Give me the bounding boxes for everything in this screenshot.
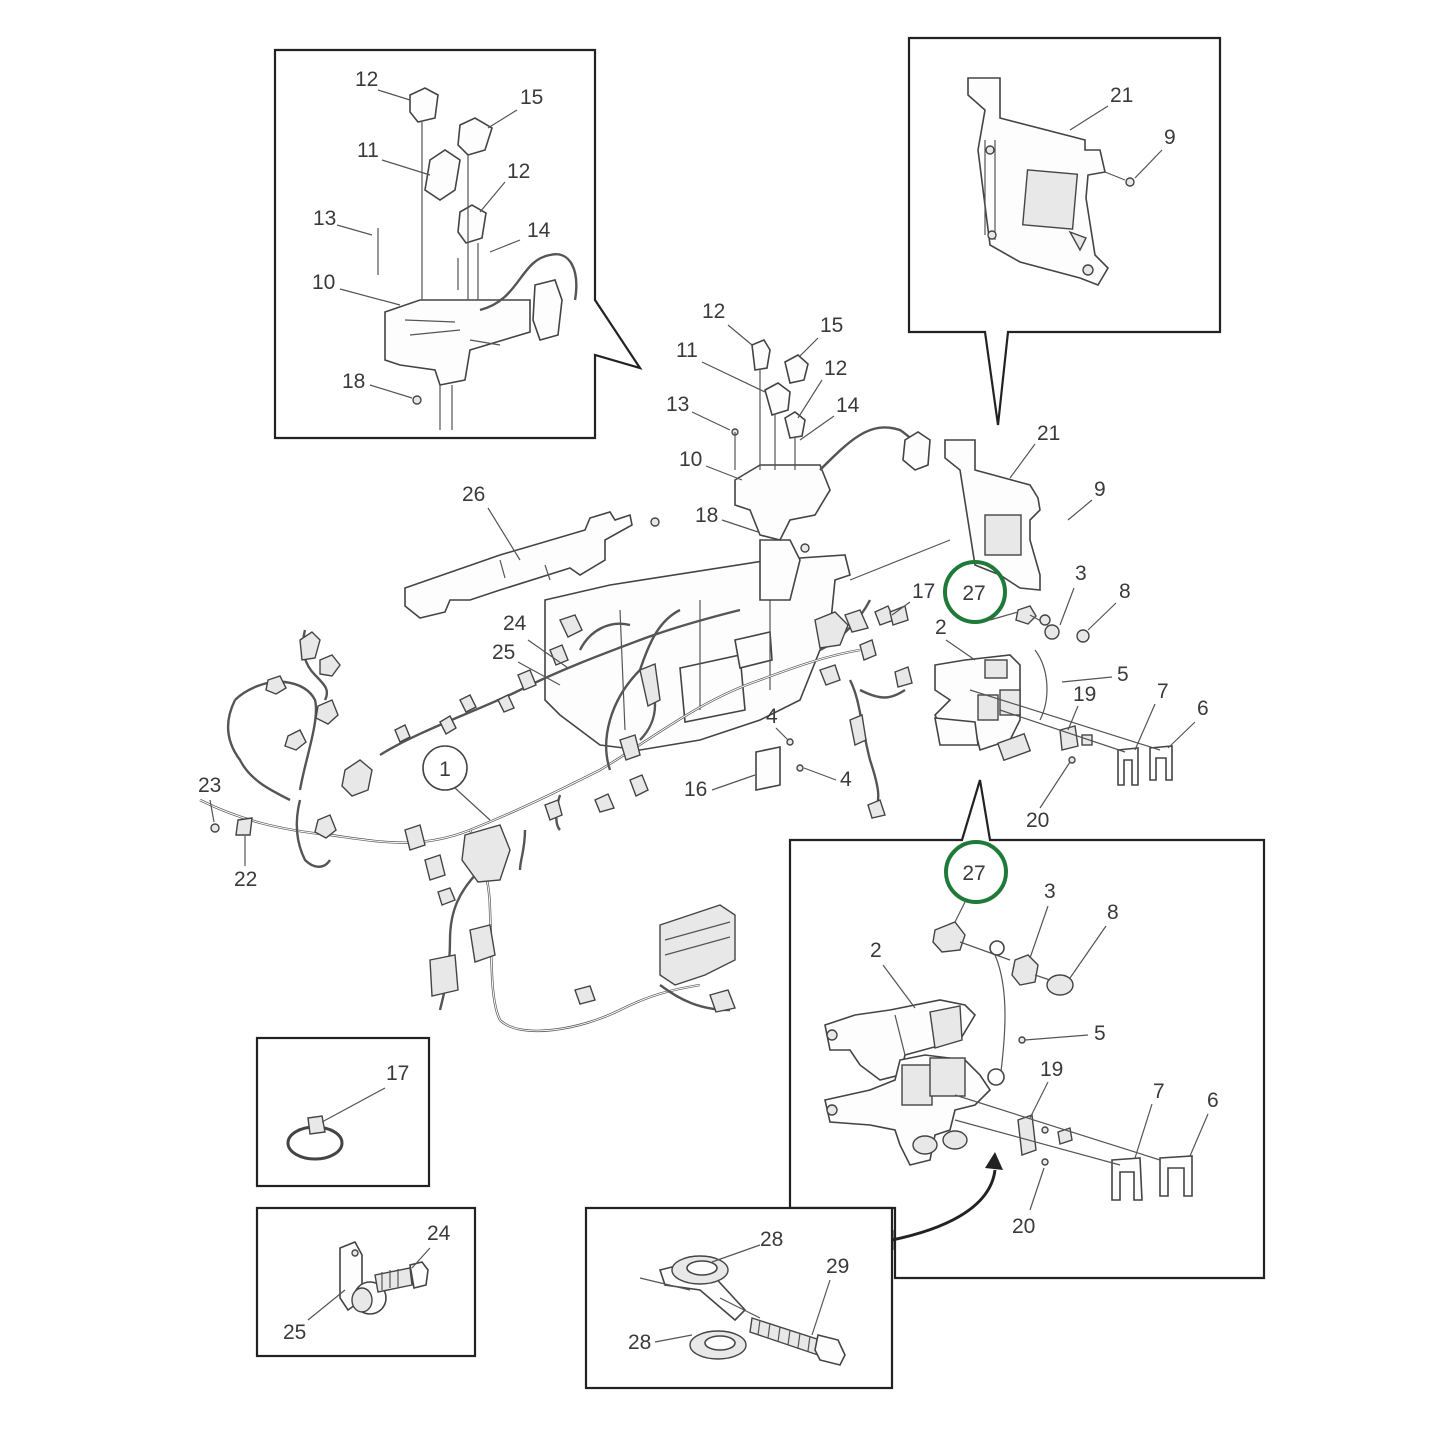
label-11: 11 — [676, 339, 698, 362]
label-9: 9 — [1164, 126, 1176, 149]
label-17: 17 — [386, 1062, 409, 1085]
detail-box-module — [788, 779, 1266, 1280]
main-wiring-harness — [199, 599, 913, 1033]
label-3: 3 — [1075, 562, 1087, 585]
label-5: 5 — [1117, 663, 1129, 686]
label-29: 29 — [826, 1255, 849, 1278]
detail-box-ignition-labels: 12 15 11 12 13 14 10 18 — [312, 68, 551, 399]
label-14: 14 — [836, 394, 860, 417]
label-7: 7 — [1153, 1080, 1165, 1103]
label-12b: 12 — [824, 357, 847, 380]
label-12b: 12 — [507, 160, 530, 183]
label-20: 20 — [1012, 1215, 1035, 1238]
label-3: 3 — [1044, 880, 1056, 903]
label-2: 2 — [870, 939, 882, 962]
label-24: 24 — [427, 1222, 451, 1245]
label-17: 17 — [912, 580, 935, 603]
label-23: 23 — [198, 774, 221, 797]
label-7: 7 — [1157, 680, 1169, 703]
label-4: 4 — [766, 705, 778, 728]
label-24: 24 — [503, 612, 527, 635]
label-15: 15 — [820, 314, 843, 337]
detail-box-module-labels: 27 3 8 2 5 19 7 6 20 — [870, 840, 1219, 1238]
label-6: 6 — [1197, 697, 1209, 720]
label-27: 27 — [962, 582, 985, 605]
label-19: 19 — [1073, 683, 1096, 706]
highlight-circle-27 — [943, 560, 1007, 624]
label-21: 21 — [1110, 84, 1133, 107]
label-18: 18 — [695, 504, 718, 527]
callout-circle-1 — [422, 745, 468, 791]
label-8: 8 — [1107, 901, 1119, 924]
detail-box-bracket-labels: 21 9 — [1069, 84, 1176, 179]
label-11: 11 — [357, 139, 379, 162]
detail-box-cable-tie: 17 — [255, 1036, 431, 1188]
label-10: 10 — [679, 448, 702, 471]
label-15: 15 — [520, 86, 543, 109]
label-26: 26 — [462, 483, 485, 506]
label-13: 13 — [313, 207, 336, 230]
detail-box-bracket — [907, 36, 1222, 426]
label-5: 5 — [1094, 1022, 1106, 1045]
detail-box-clip-bolt: 24 25 — [255, 1206, 477, 1358]
label-16: 16 — [684, 778, 707, 801]
main-crossbeam — [404, 338, 931, 751]
main-right-module — [755, 439, 1173, 791]
label-20: 20 — [1026, 809, 1049, 832]
label-18: 18 — [342, 370, 365, 393]
label-25: 25 — [283, 1321, 306, 1344]
label-21: 21 — [1037, 422, 1060, 445]
label-12: 12 — [702, 300, 725, 323]
label-9: 9 — [1094, 478, 1106, 501]
label-6: 6 — [1207, 1089, 1219, 1112]
label-13: 13 — [666, 393, 689, 416]
label-4b: 4 — [840, 768, 852, 791]
label-12: 12 — [355, 68, 378, 91]
detail-box-ignition-switch — [273, 48, 643, 440]
detail-box-grommet-bolt: 28 29 28 — [584, 1206, 894, 1390]
highlight-circle-27-detail — [944, 840, 1008, 904]
label-28: 28 — [760, 1228, 783, 1251]
label-1: 1 — [439, 758, 451, 781]
label-10: 10 — [312, 271, 335, 294]
main-labels: 12 15 11 12 13 14 10 18 21 9 26 17 3 8 2… — [198, 300, 1209, 891]
label-28b: 28 — [628, 1331, 651, 1354]
label-8: 8 — [1119, 580, 1131, 603]
label-22: 22 — [234, 868, 257, 891]
label-19: 19 — [1040, 1058, 1063, 1081]
label-14: 14 — [527, 219, 551, 242]
label-2: 2 — [935, 616, 947, 639]
label-27: 27 — [962, 862, 985, 885]
label-25: 25 — [492, 641, 515, 664]
